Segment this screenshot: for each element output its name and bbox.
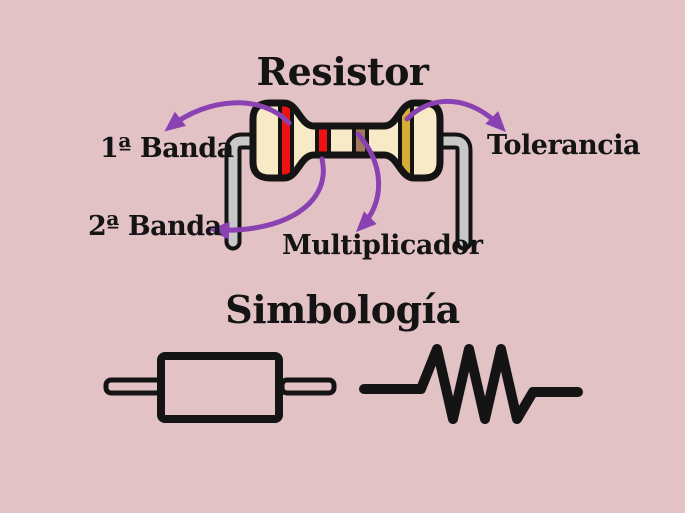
resistor-leads	[224, 132, 473, 251]
tolerance-band	[398, 103, 414, 178]
page-title: Resistor	[256, 49, 429, 94]
tolerance-label: Tolerancia	[487, 130, 640, 161]
left-lead-wire	[228, 136, 267, 247]
resistor-body-outline	[249, 99, 444, 182]
iec-body-box	[157, 352, 283, 423]
ansi-zigzag-resistor-symbol	[359, 344, 583, 424]
callout-arrows	[164, 98, 506, 240]
arrow-to-tolerance-label	[404, 98, 506, 133]
arrow-to-band1-label	[164, 100, 292, 132]
multiplier-label: Multiplicador	[282, 230, 483, 261]
arrow-to-multiplier-label	[355, 131, 382, 233]
right-lead-wire	[423, 136, 469, 247]
arrow-to-band2-label	[208, 156, 326, 240]
iec-rectangle-resistor-symbol	[103, 352, 337, 423]
band2-label: 2ª Banda	[88, 211, 222, 242]
symbols-section-title: Simbología	[225, 287, 460, 332]
band1-label: 1ª Banda	[100, 133, 234, 164]
resistor-body-fill	[253, 103, 440, 178]
